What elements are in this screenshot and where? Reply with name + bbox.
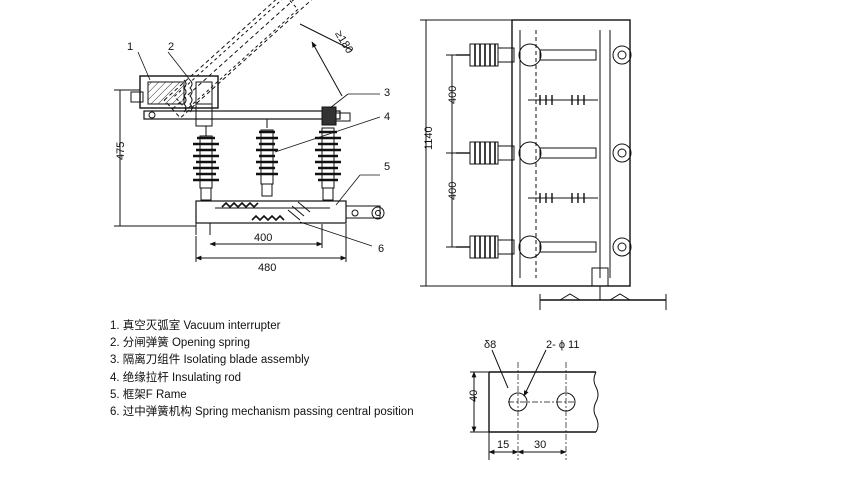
dim-400-stack — [446, 54, 458, 248]
dim-480 — [195, 224, 347, 262]
insulator-left — [193, 126, 219, 201]
offset-15-label: 15 — [497, 439, 509, 451]
legend-item-spring-mechanism: 6. 过中弹簧机构 Spring mechanism passing centr… — [110, 406, 414, 419]
leader-lines — [137, 51, 381, 247]
callout-2: 2 — [168, 41, 174, 53]
legend-item-isolating-blade: 3. 隔离刀组件 Isolating blade assembly — [110, 354, 310, 367]
legend-item-vacuum-interrupter: 1. 真空灭弧室 Vacuum interrupter — [110, 320, 281, 332]
plate-height-label: 40 — [468, 390, 480, 402]
open-blade-outline — [163, 0, 323, 119]
operating-shaft — [539, 267, 667, 310]
front-view — [420, 19, 667, 310]
legend-item-frame: 5. 框架F Rame — [110, 388, 187, 401]
mounting-plate-detail — [470, 349, 599, 460]
callout-1: 1 — [127, 41, 133, 53]
dim-400-upper-label: 400 — [447, 86, 459, 104]
dim-475-label: 475 — [115, 142, 127, 160]
dim-475 — [114, 89, 196, 227]
side-view — [114, 0, 385, 262]
front-frame — [511, 19, 631, 287]
dim-180 — [299, 23, 353, 97]
legend-item-opening-spring: 2. 分闸弹簧 Opening spring — [110, 337, 250, 350]
callout-6: 6 — [378, 243, 384, 255]
thickness-label: δ8 — [484, 339, 496, 351]
dim-400-lower-label: 400 — [447, 182, 459, 200]
phase-middle — [456, 141, 632, 203]
component-legend: 1. 真空灭弧室 Vacuum interrupter 2. 分闸弹簧 Open… — [110, 318, 414, 421]
top-beam — [143, 110, 341, 120]
phase-bottom — [456, 235, 632, 259]
phase-top — [456, 43, 632, 105]
frame — [195, 200, 385, 235]
dim-1140-label: 1140 — [423, 126, 435, 150]
holes-label: 2- ϕ 11 — [546, 339, 579, 351]
callout-5: 5 — [384, 161, 390, 173]
insulator-right — [315, 127, 341, 201]
dim-400-label: 400 — [254, 232, 272, 244]
callout-4: 4 — [384, 111, 390, 123]
insulator-middle — [256, 119, 278, 197]
callout-3: 3 — [384, 87, 390, 99]
vacuum-interrupter — [130, 75, 219, 113]
legend-item-insulating-rod: 4. 绝缘拉杆 Insulating rod — [110, 371, 242, 384]
dim-480-label: 480 — [258, 262, 276, 274]
dim-1140 — [420, 19, 512, 287]
pitch-30-label: 30 — [534, 439, 546, 451]
